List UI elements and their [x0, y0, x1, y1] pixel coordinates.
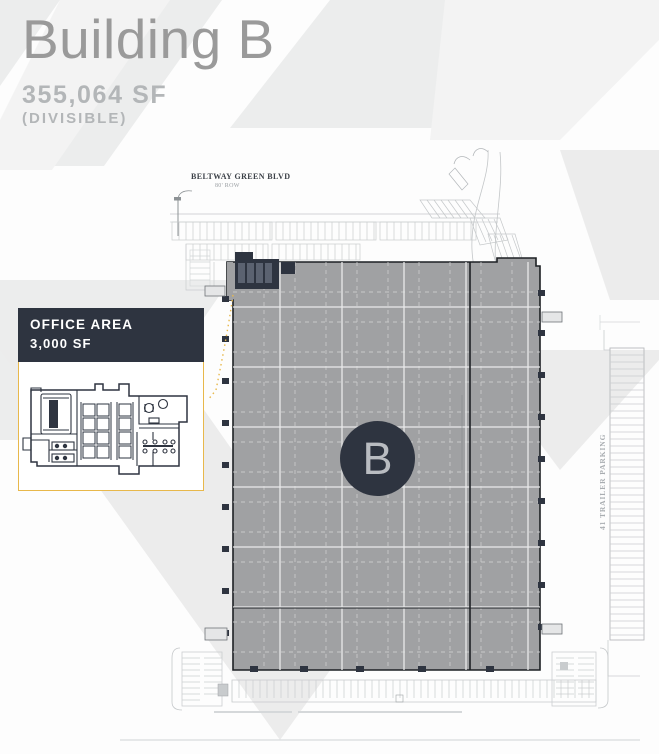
office-inset-header: OFFICE AREA 3,000 SF [18, 308, 204, 362]
office-inset-area: 3,000 SF [30, 336, 92, 351]
street-row-label: 80' ROW [215, 183, 240, 189]
building-letter-badge: B [340, 421, 415, 496]
office-area-inset: OFFICE AREA 3,000 SF [18, 308, 204, 491]
cubicle-cluster [80, 402, 134, 460]
dock-doors-west [222, 296, 229, 636]
office-area-on-plan [235, 252, 295, 289]
page-title: Building B [22, 8, 275, 70]
office-inset-floorplan [18, 362, 204, 491]
trailer-parking-field [599, 315, 645, 677]
office-inset-title: OFFICE AREA [30, 317, 134, 332]
divisible-note: (DIVISIBLE) [22, 110, 128, 127]
building-letter-text: B [362, 433, 393, 484]
page-header: Building B 355,064 SF (DIVISIBLE) [22, 10, 275, 128]
street-name-label: BELTWAY GREEN BLVD [191, 172, 291, 181]
office-callout-leader [207, 294, 234, 401]
building-area: 355,064 SF [22, 81, 168, 109]
